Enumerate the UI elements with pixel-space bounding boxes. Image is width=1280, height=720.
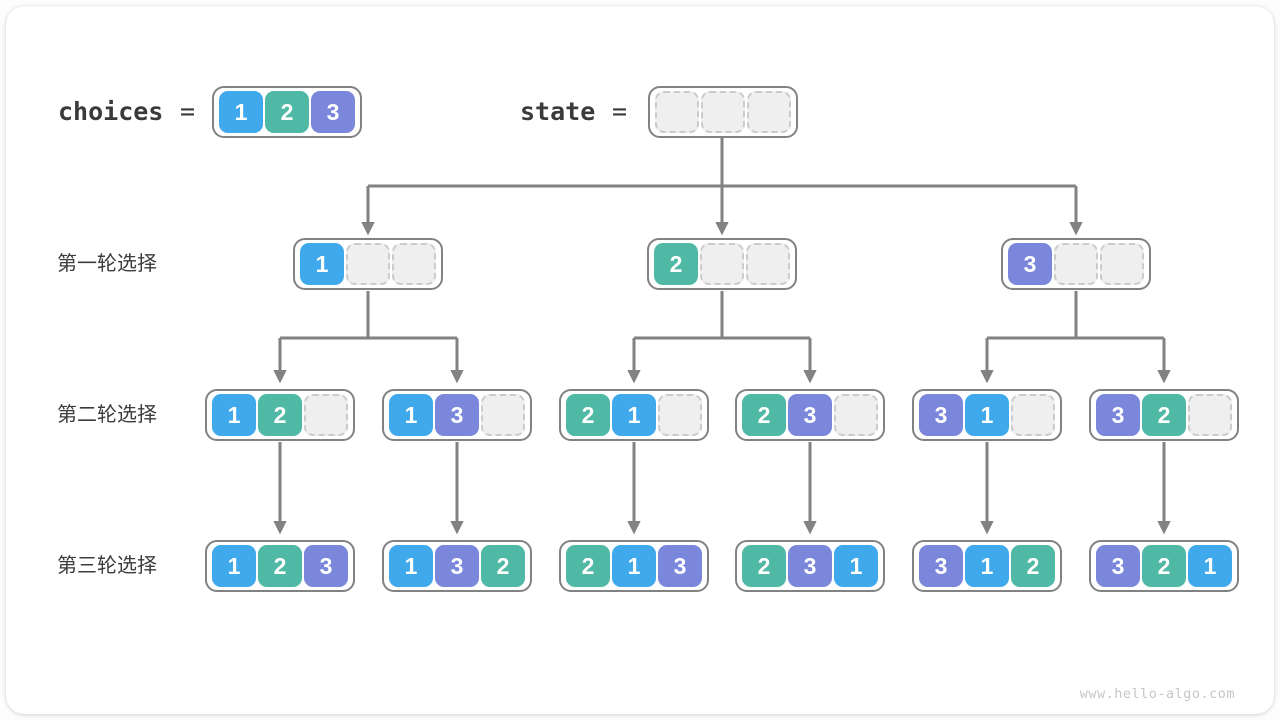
array-cell-filled: 2 [566,394,610,436]
state-equals-sign: = [612,97,628,126]
choices-equals-sign: = [180,97,196,126]
array-cell-empty [747,91,791,133]
array-cell-filled: 1 [389,394,433,436]
array-cell-empty [1188,394,1232,436]
array-cell-filled: 2 [742,545,786,587]
state-node-round1-1: 1 [293,238,443,290]
array-cell-filled: 2 [1011,545,1055,587]
array-cell-empty [1054,243,1098,285]
array-cell-filled: 1 [612,545,656,587]
array-cell-filled: 1 [1188,545,1232,587]
array-cell-filled: 3 [1096,394,1140,436]
array-cell-filled: 3 [788,545,832,587]
array-cell-empty [1011,394,1055,436]
array-cell-filled: 1 [389,545,433,587]
array-cell-filled: 2 [742,394,786,436]
array-cell-filled: 1 [834,545,878,587]
array-cell-filled: 3 [435,545,479,587]
array-cell-filled: 2 [265,91,309,133]
array-cell-filled: 1 [219,91,263,133]
array-cell-empty [658,394,702,436]
array-cell-filled: 1 [212,545,256,587]
array-cell-filled: 3 [435,394,479,436]
array-cell-filled: 3 [788,394,832,436]
array-cell-filled: 3 [1008,243,1052,285]
row-label-round-3: 第三轮选择 [57,555,157,577]
choices-label: choices [58,97,164,126]
diagram-card [6,6,1274,714]
array-cell-filled: 2 [1142,394,1186,436]
row-label-round-2: 第二轮选择 [57,404,157,426]
array-cell-empty [481,394,525,436]
array-cell-filled: 2 [258,394,302,436]
array-cell-filled: 1 [965,545,1009,587]
array-cell-empty [700,243,744,285]
array-cell-empty [304,394,348,436]
array-cell-filled: 1 [212,394,256,436]
array-cell-filled: 2 [258,545,302,587]
array-cell-filled: 1 [300,243,344,285]
array-cell-empty [1100,243,1144,285]
watermark: www.hello-algo.com [1079,686,1235,702]
array-cell-filled: 3 [658,545,702,587]
array-cell-filled: 3 [304,545,348,587]
array-cell-filled: 2 [1142,545,1186,587]
state-node-round1-2: 2 [647,238,797,290]
array-cell-filled: 1 [965,394,1009,436]
array-cell-empty [392,243,436,285]
array-cell-empty [746,243,790,285]
state-label: state [520,97,596,126]
array-cell-filled: 2 [481,545,525,587]
array-cell-empty [834,394,878,436]
array-cell-filled: 3 [919,545,963,587]
array-cell-empty [346,243,390,285]
row-label-round-1: 第一轮选择 [57,253,157,275]
array-cell-filled: 1 [612,394,656,436]
array-cell-filled: 2 [654,243,698,285]
array-cell-empty [701,91,745,133]
array-cell-filled: 3 [919,394,963,436]
array-cell-filled: 3 [1096,545,1140,587]
array-cell-filled: 2 [566,545,610,587]
array-cell-filled: 3 [311,91,355,133]
state-array [648,86,798,138]
state-node-round1-3: 3 [1001,238,1151,290]
array-cell-empty [655,91,699,133]
